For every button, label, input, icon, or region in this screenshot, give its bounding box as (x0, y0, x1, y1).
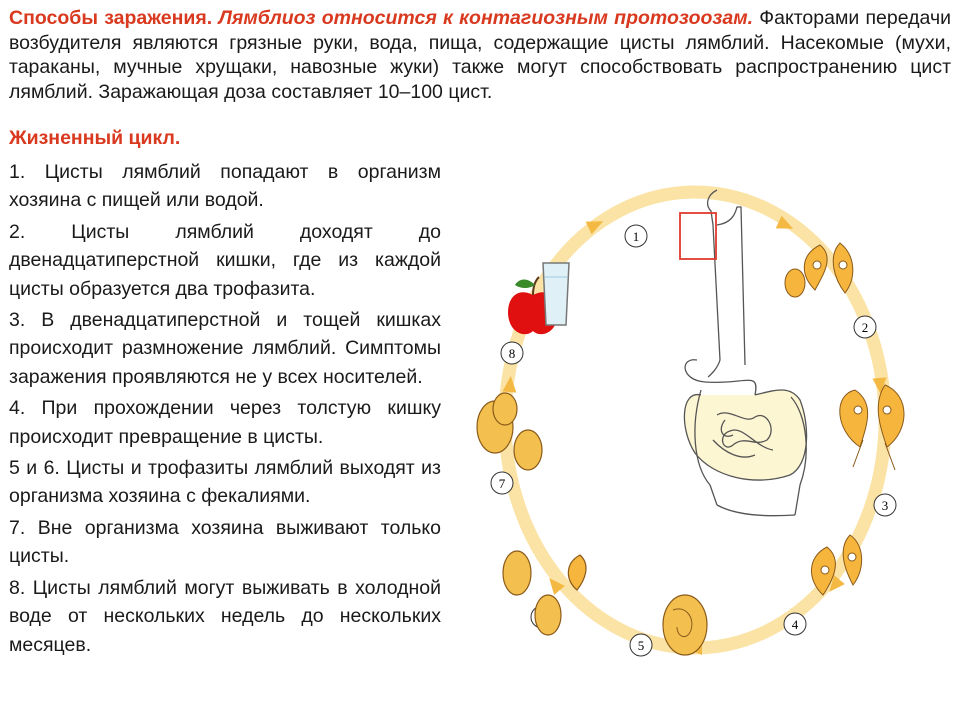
stage-3-trophozoites (839, 384, 905, 471)
intro-paragraph: Способы заражения. Лямблиоз относится к … (9, 6, 951, 104)
stage-marker-1: 1 (624, 224, 648, 248)
stage-2-trophozoites (784, 242, 854, 298)
stage-marker-4: 4 (783, 612, 807, 636)
svg-text:2: 2 (862, 320, 869, 335)
life-cycle-steps: 1. Цисты лямблий попадают в организм хоз… (9, 158, 441, 662)
life-cycle-diagram: 1 2 3 4 5 6 7 8 (455, 185, 960, 720)
step-7: 7. Вне организма хозяина выживают только… (9, 516, 441, 568)
svg-text:7: 7 (499, 476, 506, 491)
intro-heading: Способы заражения. (9, 7, 213, 29)
svg-text:8: 8 (509, 346, 516, 361)
digestive-tract-illustration (683, 189, 808, 517)
stage-5-cyst (662, 594, 708, 656)
stage-marker-5: 5 (629, 633, 653, 657)
step-5-6: 5 и 6. Цисты и трофазиты лямблий выходят… (9, 457, 441, 508)
step-8: 8. Цисты лямблий могут выживать в холодн… (9, 576, 441, 656)
step-4: 4. При прохождении через толстую кишку п… (9, 397, 441, 448)
svg-text:5: 5 (638, 638, 645, 653)
stage-4-trophozoites (811, 534, 863, 596)
stage-marker-8: 8 (500, 341, 524, 365)
stage-6-cysts (502, 550, 587, 636)
mouth-focus-box (679, 212, 717, 260)
svg-text:4: 4 (792, 617, 799, 632)
step-1: 1. Цисты лямблий попадают в организм хоз… (9, 161, 441, 212)
intro-emphasis: Лямблиоз относится к контагиозным протоз… (218, 7, 754, 29)
svg-text:3: 3 (882, 498, 889, 513)
intro-text: Факторами передачи возбудителя являются … (9, 7, 952, 103)
svg-text:1: 1 (633, 229, 640, 244)
water-glass-icon (542, 262, 570, 326)
stage-marker-7: 7 (490, 471, 514, 495)
step-2: 2. Цисты лямблий доходят до двенадцатипе… (9, 220, 441, 300)
life-cycle-svg: 1 2 3 4 5 6 7 8 (476, 185, 905, 657)
stage-marker-2: 2 (853, 315, 877, 339)
stage-7-8-cysts (476, 392, 543, 471)
life-cycle-heading: Жизненный цикл. (9, 127, 181, 149)
step-3: 3. В двенадцатиперстной и тощей кишках п… (9, 309, 441, 388)
stage-marker-3: 3 (873, 493, 897, 517)
